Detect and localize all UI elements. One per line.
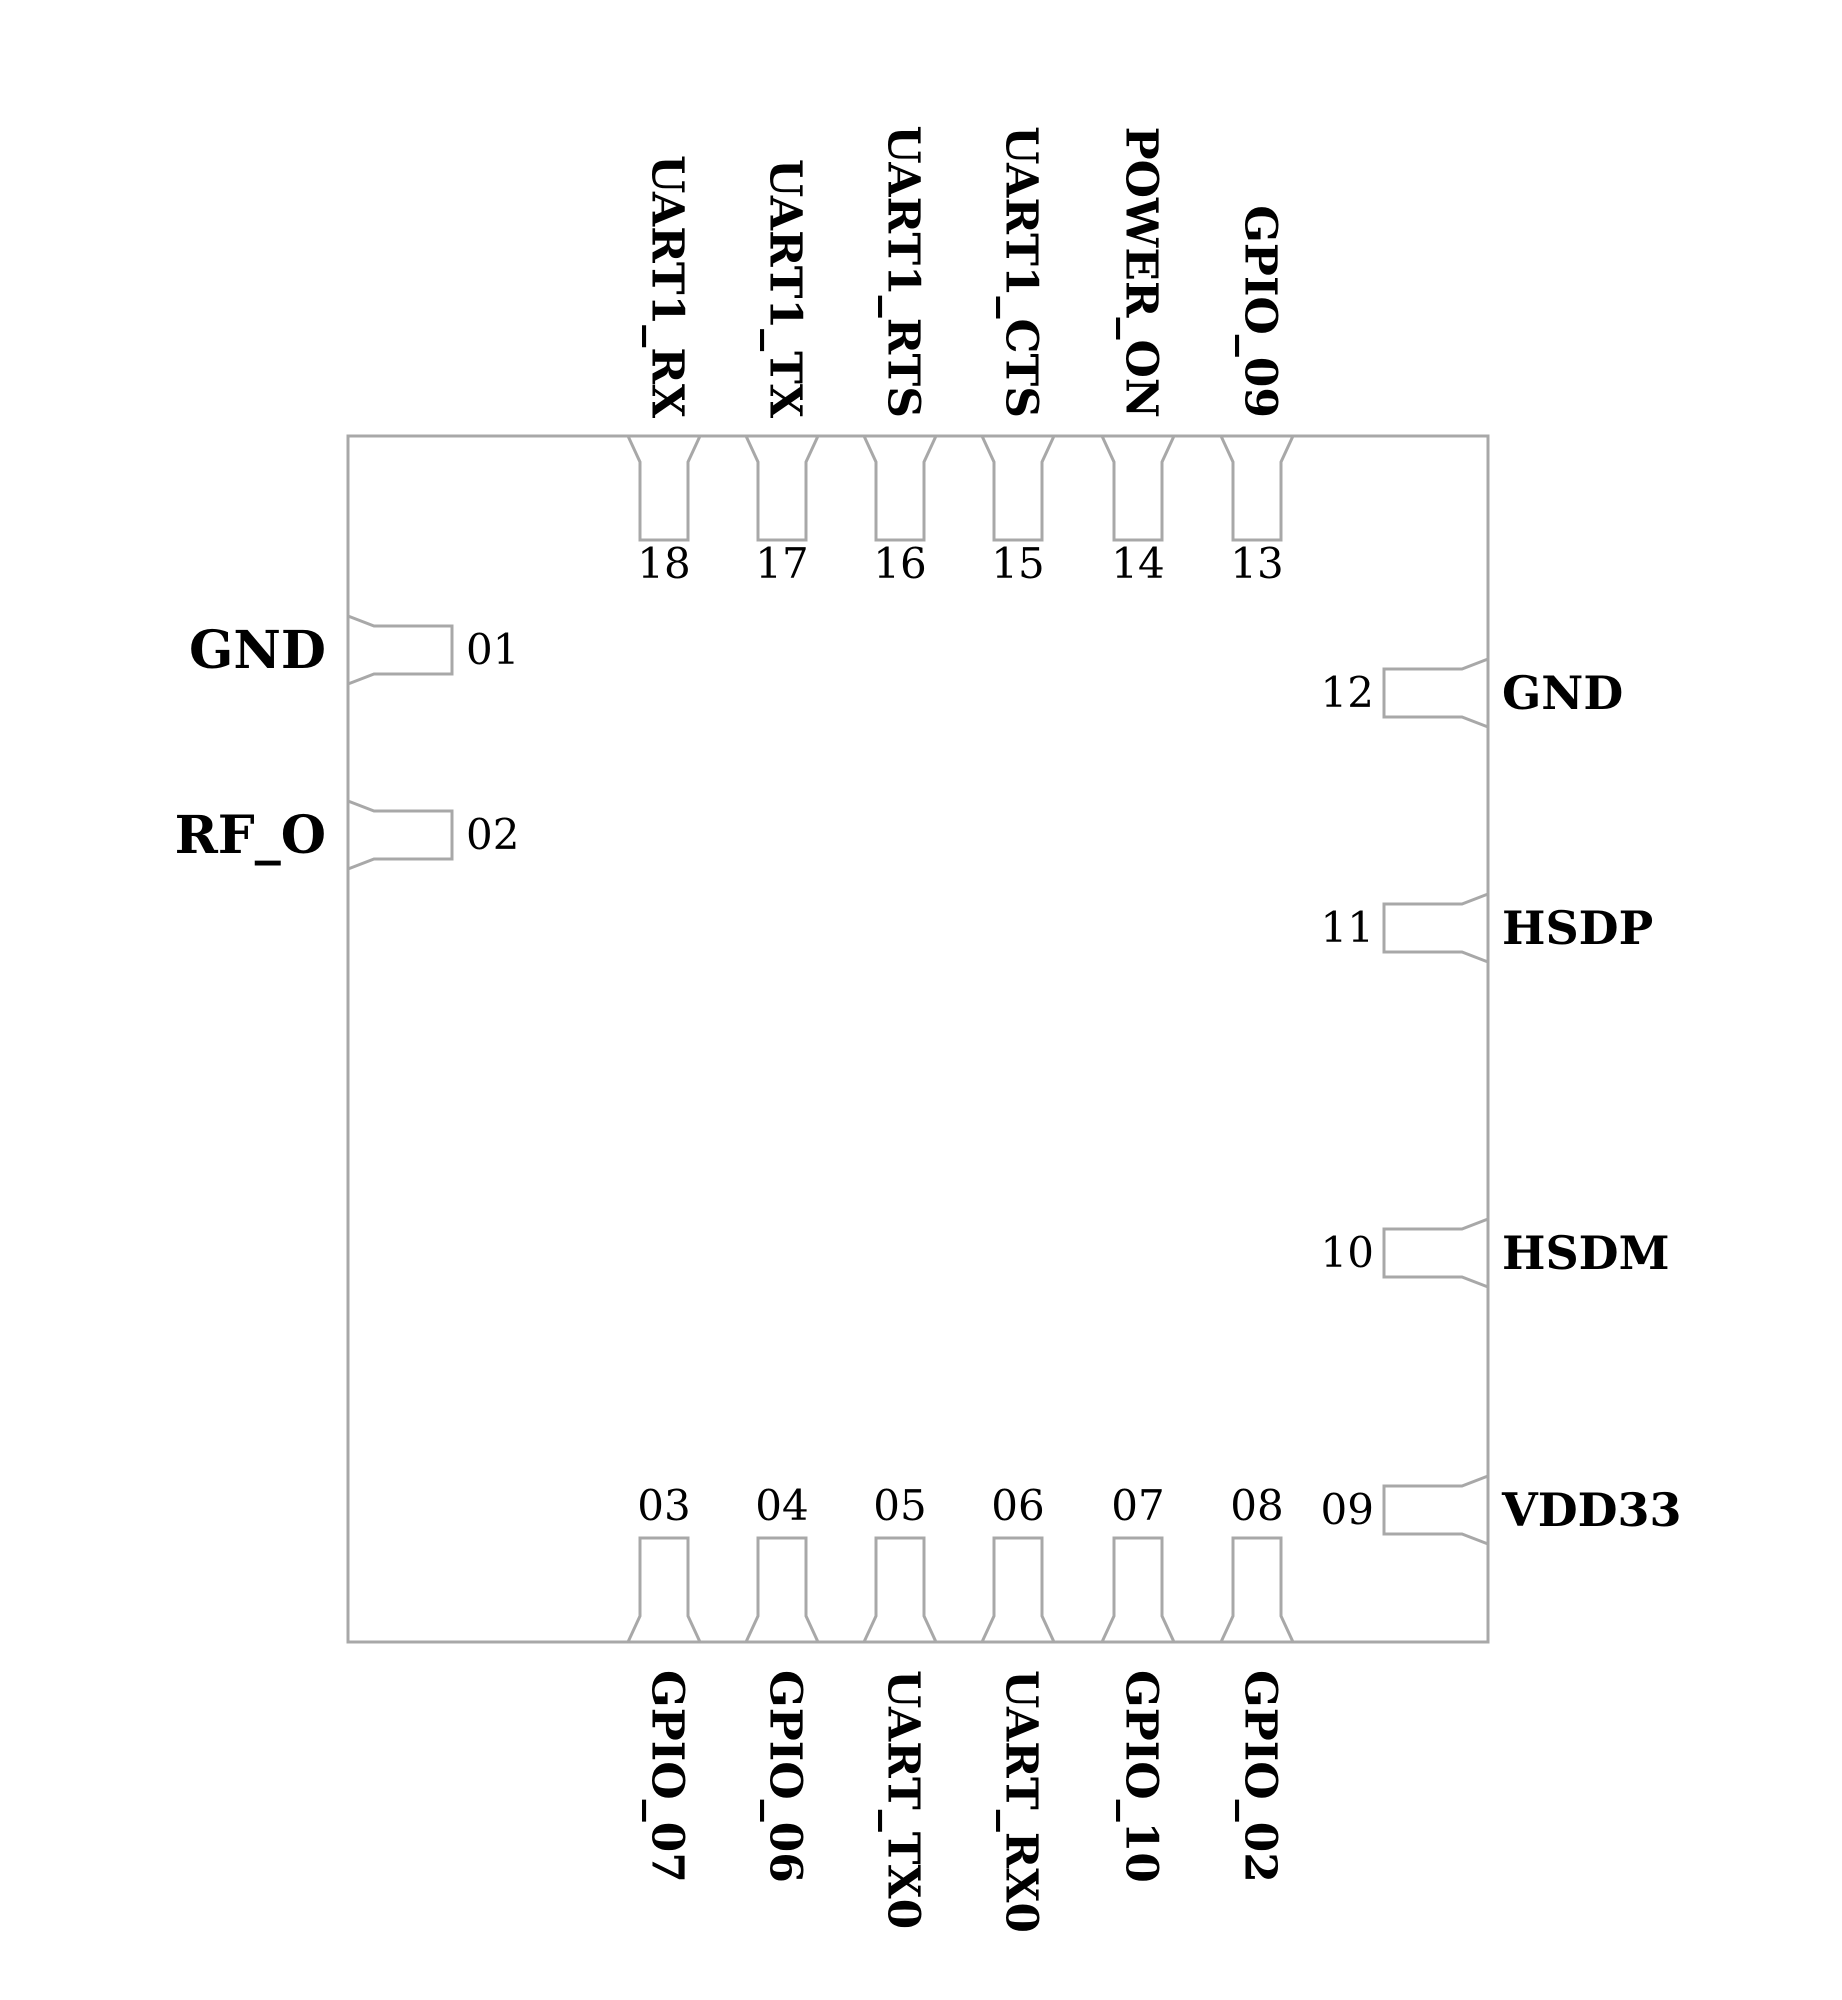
pin-09-name-vdd33: VDD33 xyxy=(1501,1483,1682,1537)
pin-18-pad xyxy=(626,435,702,542)
pin-10-pad xyxy=(1382,1217,1489,1289)
pin-15-name-uart1-cts: UART1_CTS xyxy=(996,126,1047,418)
pin-02-name-rf-o: RF_O xyxy=(175,805,326,866)
pin-01-number: 01 xyxy=(466,625,519,674)
pin-01-pad xyxy=(347,614,454,686)
pin-03-pad xyxy=(626,1536,702,1643)
pin-18-name-uart1-rx: UART1_RX xyxy=(642,155,693,419)
pin-labels: 01GND02RF_O03GPIO_0704GPIO_0605UART_TX00… xyxy=(175,125,1682,1933)
pin-02-number: 02 xyxy=(466,810,519,859)
pin-08-pad xyxy=(1219,1536,1295,1643)
pin-03-number: 03 xyxy=(637,1481,690,1530)
pin-06-name-uart-rx0: UART_RX0 xyxy=(996,1670,1047,1933)
pin-07-name-gpio-10: GPIO_10 xyxy=(1116,1670,1167,1883)
pin-07-number: 07 xyxy=(1111,1481,1164,1530)
pin-16-name-uart1-rts: UART1_RTS xyxy=(878,125,929,418)
pin-05-name-uart-tx0: UART_TX0 xyxy=(878,1670,929,1929)
pin-14-name-power-on: POWER_ON xyxy=(1116,127,1167,418)
pin-11-name-hsdp: HSDP xyxy=(1502,901,1653,955)
pin-18-number: 18 xyxy=(637,539,690,588)
pin-12-number: 12 xyxy=(1321,668,1374,717)
pin-09-number: 09 xyxy=(1321,1485,1374,1534)
pin-08-name-gpio-02: GPIO_02 xyxy=(1235,1670,1286,1883)
pin-17-name-uart1-tx: UART1_TX xyxy=(760,159,811,419)
pin-05-number: 05 xyxy=(873,1481,926,1530)
pin-10-number: 10 xyxy=(1321,1228,1374,1277)
pin-11-pad xyxy=(1382,892,1489,964)
pin-07-pad xyxy=(1100,1536,1176,1643)
pin-06-number: 06 xyxy=(991,1481,1044,1530)
pin-04-number: 04 xyxy=(755,1481,808,1530)
pin-17-number: 17 xyxy=(755,539,808,588)
pin-02-pad xyxy=(347,799,454,871)
pin-09-pad xyxy=(1382,1474,1489,1546)
pin-13-number: 13 xyxy=(1230,539,1283,588)
pin-12-pad xyxy=(1382,657,1489,729)
pin-pads xyxy=(347,435,1489,1643)
pin-11-number: 11 xyxy=(1321,903,1374,952)
pin-06-pad xyxy=(980,1536,1056,1643)
pin-01-name-gnd: GND xyxy=(189,620,326,681)
pin-14-pad xyxy=(1100,435,1176,542)
pin-10-name-hsdm: HSDM xyxy=(1502,1226,1670,1280)
pin-16-pad xyxy=(862,435,938,542)
pin-03-name-gpio-07: GPIO_07 xyxy=(642,1670,693,1883)
pin-12-name-gnd: GND xyxy=(1502,666,1623,720)
pin-14-number: 14 xyxy=(1111,539,1164,588)
module-outline xyxy=(346,434,1490,1644)
pin-16-number: 16 xyxy=(873,539,926,588)
pin-13-pad xyxy=(1219,435,1295,542)
pin-13-name-gpio-09: GPIO_09 xyxy=(1235,205,1286,418)
pin-15-number: 15 xyxy=(991,539,1044,588)
pin-17-pad xyxy=(744,435,820,542)
pin-08-number: 08 xyxy=(1230,1481,1283,1530)
pin-15-pad xyxy=(980,435,1056,542)
pin-04-pad xyxy=(744,1536,820,1643)
pin-04-name-gpio-06: GPIO_06 xyxy=(760,1670,811,1883)
pin-05-pad xyxy=(862,1536,938,1643)
